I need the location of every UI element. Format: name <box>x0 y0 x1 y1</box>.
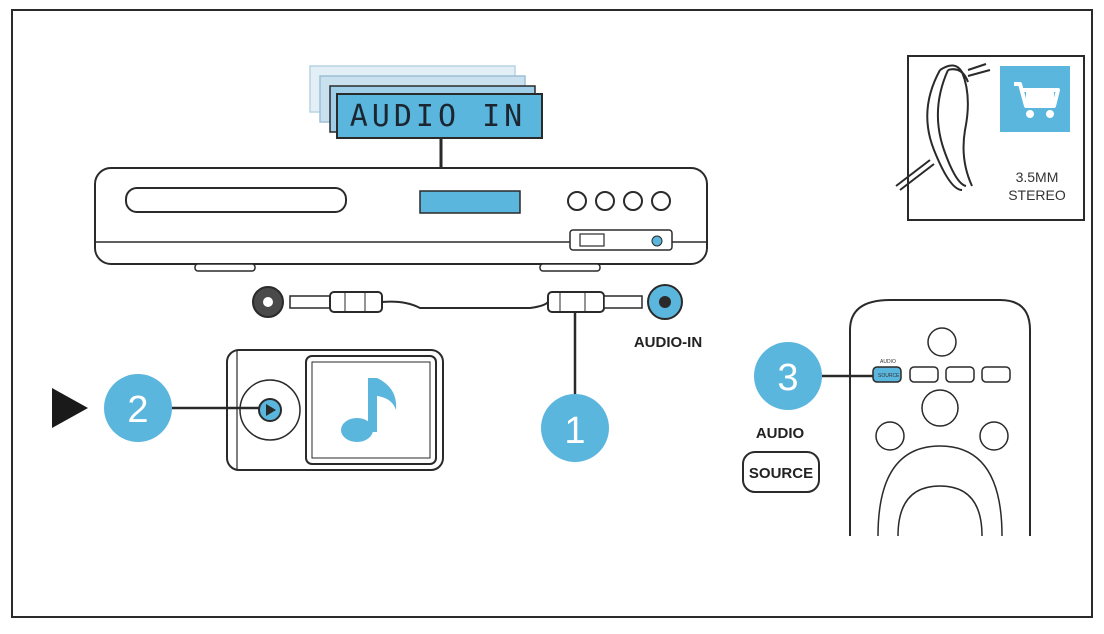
step-2-badge: 2 <box>104 374 172 442</box>
cable-spec-line2: STEREO <box>1008 187 1066 203</box>
cable-spec-line1: 3.5MM <box>1016 169 1059 185</box>
disc-tray <box>125 187 347 213</box>
shopping-cart-icon <box>1014 82 1060 118</box>
step-2-number: 2 <box>127 389 148 431</box>
step-3-number: 3 <box>777 357 798 399</box>
play-icon <box>266 404 276 416</box>
step-1-number: 1 <box>564 410 585 452</box>
source-button-label: SOURCE <box>749 465 813 482</box>
remote-control: AUDIO SOURCE <box>849 299 1031 537</box>
remote-audio-label: AUDIO <box>756 425 805 442</box>
audio-source-button <box>872 366 902 383</box>
source-button-illustration <box>742 451 820 493</box>
lcd-text: AUDIO IN <box>350 99 527 134</box>
display-stack: AUDIO IN <box>309 65 543 139</box>
cable-kit: 3.5MM STEREO <box>895 55 1085 221</box>
audio-cable <box>252 284 683 320</box>
remote-tiny-label-2: SOURCE <box>878 373 900 379</box>
lcd-screen <box>336 93 543 139</box>
step-1-badge: 1 <box>541 394 609 462</box>
border <box>11 9 1093 618</box>
coiled-cable-icon <box>895 63 991 191</box>
remote-tiny-label-1: AUDIO <box>880 359 896 365</box>
media-player <box>226 349 444 471</box>
player-unit <box>94 167 708 272</box>
step-3-badge: 3 <box>754 342 822 410</box>
music-note-icon <box>341 378 397 442</box>
player-display <box>419 190 521 214</box>
start-arrow-icon <box>52 388 88 428</box>
audio-in-label: AUDIO-IN <box>634 334 702 351</box>
